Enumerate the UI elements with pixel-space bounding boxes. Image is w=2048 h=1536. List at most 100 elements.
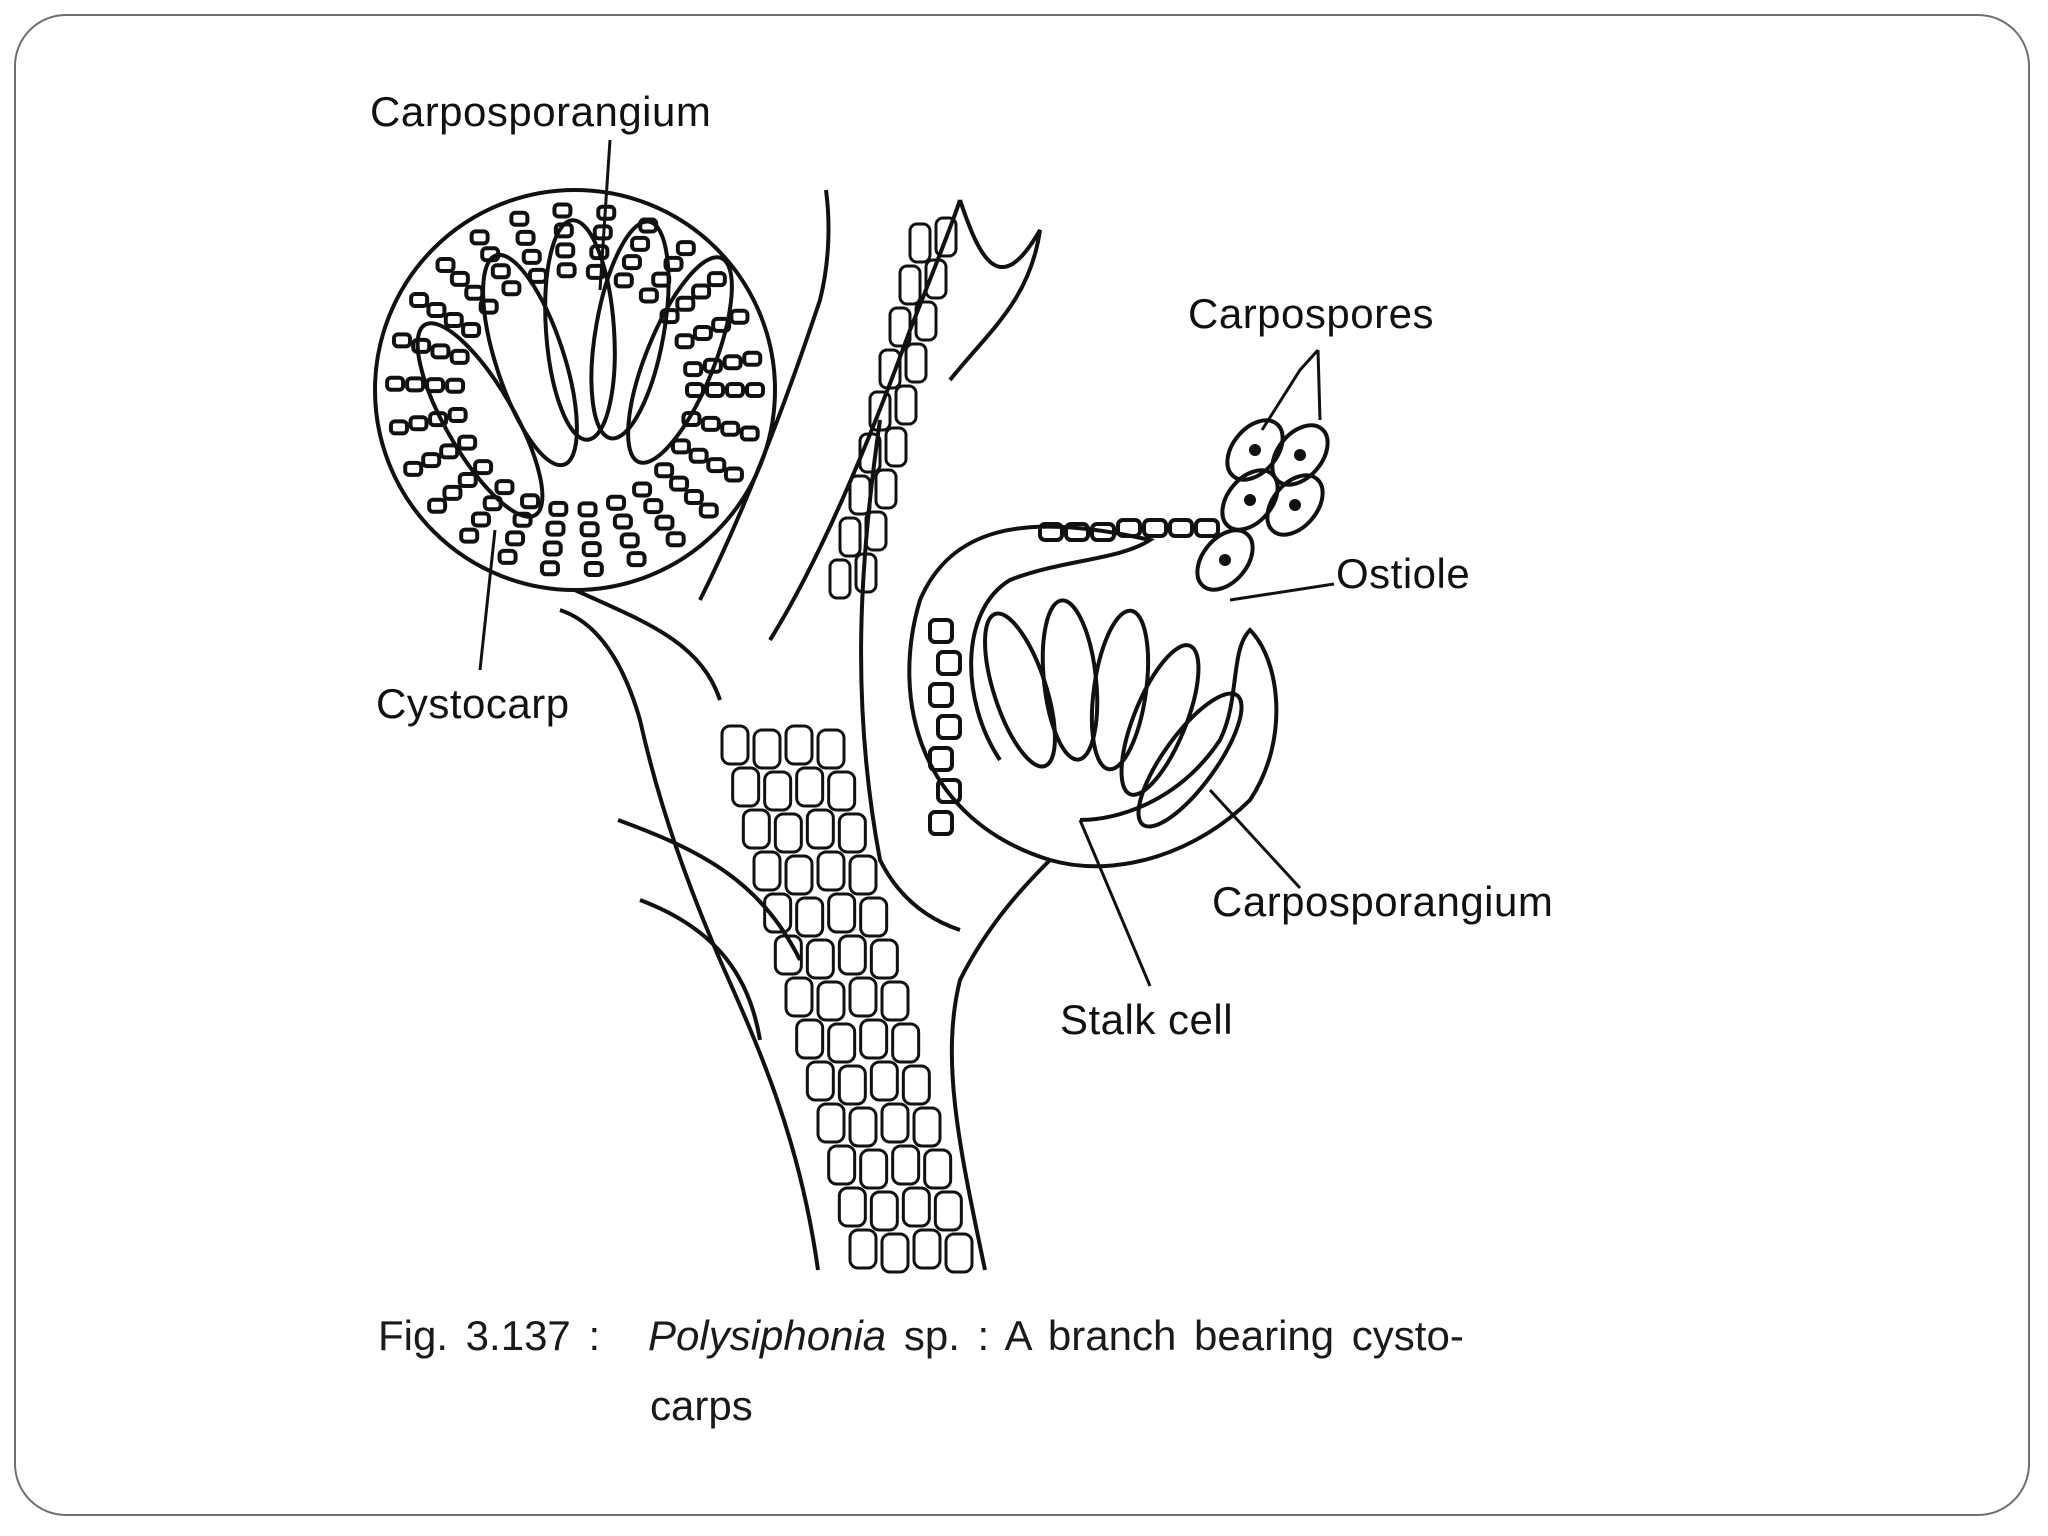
- branch-cell: [908, 222, 932, 264]
- wall-cell: [1064, 522, 1090, 542]
- stem-cell: [827, 892, 857, 934]
- stem-outline-right: [949, 858, 1052, 1271]
- carpospore: [1265, 473, 1325, 537]
- stem-cell: [827, 1144, 857, 1186]
- leader-stalk-cell: [1078, 819, 1152, 987]
- wall-cell: [426, 302, 447, 318]
- branch-cell: [868, 390, 892, 432]
- wall-cell: [435, 256, 456, 273]
- upper-branch-mid: [768, 199, 962, 642]
- wall-cell: [555, 242, 576, 259]
- stem-cell: [923, 1148, 953, 1190]
- carposporangium-right: [1136, 691, 1244, 829]
- carposporangium-left: [589, 219, 671, 441]
- carpospore-nucleus: [1244, 494, 1256, 506]
- label-stalk-cell: Stalk cell: [1060, 996, 1234, 1043]
- carposporangium-right: [1089, 608, 1151, 772]
- label-carpospores: Carpospores: [1188, 290, 1434, 337]
- wall-cell: [509, 210, 530, 227]
- branch-cell: [864, 510, 888, 552]
- wall-cell: [698, 502, 719, 519]
- wall-cell: [613, 272, 634, 289]
- label-ostiole: Ostiole: [1336, 550, 1471, 597]
- cystocarp-right: [907, 518, 1279, 869]
- stem-cell: [859, 896, 889, 938]
- stem-cell: [869, 938, 899, 980]
- stem-cell: [891, 1144, 921, 1186]
- wall-cell: [619, 532, 640, 549]
- main-stem: [559, 189, 1052, 1271]
- branch-cell: [898, 264, 922, 306]
- wall-cell: [494, 479, 515, 496]
- wall-cell: [612, 513, 633, 530]
- wall-cell: [445, 377, 466, 394]
- carpospore: [1195, 528, 1255, 592]
- wall-cell: [497, 548, 518, 565]
- label-carposporangium-right: Carposporangium: [1212, 878, 1554, 925]
- wall-cell: [720, 420, 741, 437]
- wall-cell: [683, 489, 704, 506]
- wall-cell: [665, 531, 686, 548]
- caption-genus: Polysiphonia: [648, 1312, 887, 1359]
- carpospores-group: [1195, 418, 1330, 592]
- leader-carpospores: [1260, 348, 1322, 431]
- wall-cell: [391, 332, 412, 349]
- wall-cell: [1194, 518, 1220, 538]
- wall-cell: [501, 280, 522, 297]
- wall-cell: [409, 292, 430, 308]
- stem-cell: [848, 976, 878, 1018]
- wall-cell: [542, 540, 563, 557]
- label-leader-lines: [478, 139, 1335, 987]
- branch-cell: [828, 558, 852, 600]
- stem-cell: [827, 770, 857, 812]
- wall-cell: [505, 530, 526, 547]
- stem-cell: [816, 850, 846, 892]
- wall-cell: [552, 202, 573, 219]
- caption-rest: sp. : A branch bearing cysto-: [903, 1312, 1464, 1359]
- wall-cell: [577, 501, 598, 518]
- wall-cell: [539, 560, 560, 577]
- wall-cell: [928, 682, 954, 708]
- wall-cell: [385, 375, 406, 392]
- wall-cell: [626, 551, 647, 568]
- wall-cell: [583, 561, 604, 578]
- wall-cell: [457, 471, 478, 488]
- stem-cell: [837, 934, 867, 976]
- label-cystocarp: Cystocarp: [376, 680, 570, 727]
- stem-cell: [805, 808, 835, 850]
- wall-cell: [928, 618, 954, 644]
- leader-carposporangium-top: [598, 139, 612, 291]
- wall-cell: [706, 271, 727, 288]
- branch-cell: [848, 474, 872, 516]
- wall-cell: [520, 493, 541, 510]
- wall-cell: [674, 333, 695, 350]
- stem-cell: [827, 1022, 857, 1064]
- stem-cell: [901, 1064, 931, 1106]
- stem-cell: [880, 980, 910, 1022]
- figure-caption: Fig. 3.137 :Polysiphonia sp. : A branch …: [378, 1312, 1464, 1429]
- wall-cell: [461, 322, 482, 338]
- wall-cell: [579, 521, 600, 538]
- stem-cells: [720, 216, 974, 1274]
- wall-cell: [936, 778, 962, 804]
- cystocarp-left-stalk: [574, 588, 722, 701]
- stem-cell: [891, 1022, 921, 1064]
- branch-cell: [878, 348, 902, 390]
- wall-cell: [388, 419, 409, 436]
- wall-cell: [443, 312, 464, 328]
- cystocarp-right-wall-right: [1049, 627, 1279, 869]
- wall-cell: [739, 425, 760, 442]
- stem-cell: [837, 1064, 867, 1106]
- wall-cell: [556, 262, 577, 279]
- wall-cell: [725, 382, 745, 398]
- stem-cell: [880, 1102, 910, 1144]
- stem-cell: [784, 854, 814, 896]
- stem-outline-left: [559, 608, 820, 1271]
- carposporangium-left: [481, 252, 579, 468]
- stem-cell: [869, 1190, 899, 1232]
- wall-cell: [638, 287, 659, 304]
- wall-cell: [669, 475, 690, 492]
- branch-cell: [894, 384, 918, 426]
- branch-cell: [934, 216, 958, 258]
